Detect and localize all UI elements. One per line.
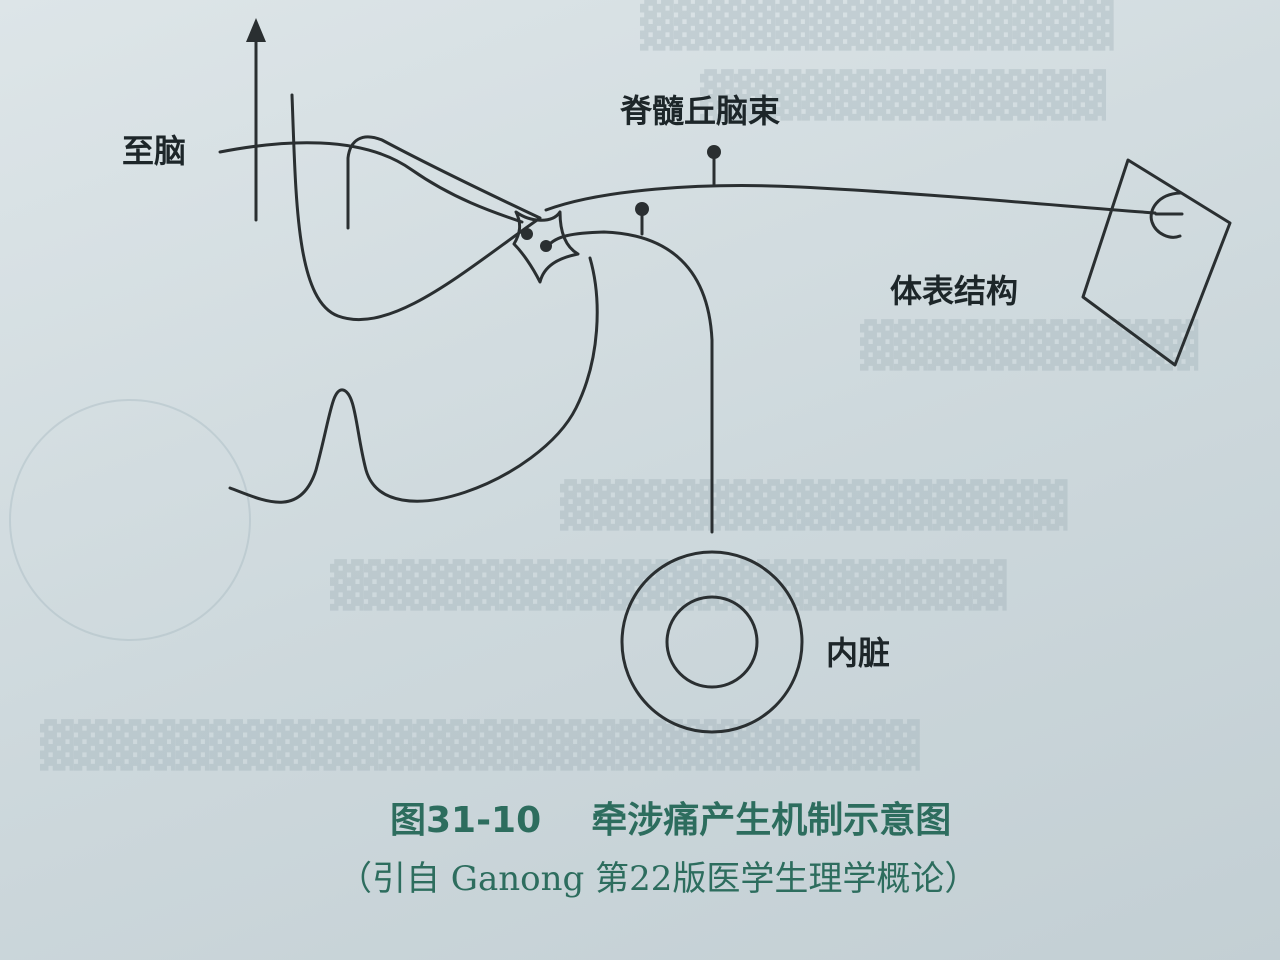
label-to-brain: 至脑 <box>122 132 186 170</box>
somatic-ganglion-cell <box>707 145 721 159</box>
visceral-afferent-pathway <box>546 202 714 534</box>
sensory-ending-icon <box>1149 191 1184 239</box>
label-viscera: 内脏 <box>826 634 890 672</box>
svg-text:▓▓▓▓▓▓▓▓▓▓▓▓▓▓▓▓▓▓▓▓▓▓▓▓▓▓: ▓▓▓▓▓▓▓▓▓▓▓▓▓▓▓▓▓▓▓▓▓▓▓▓▓▓ <box>40 719 920 771</box>
svg-text:▓▓▓▓▓▓▓▓▓▓▓▓▓▓▓▓▓▓▓▓: ▓▓▓▓▓▓▓▓▓▓▓▓▓▓▓▓▓▓▓▓ <box>330 559 1007 611</box>
label-spinothalamic-tract: 脊髓丘脑束 <box>619 92 780 130</box>
neuron-cell-body <box>512 210 580 284</box>
skin-diamond <box>1081 158 1232 367</box>
viscera-lumen <box>665 595 759 689</box>
svg-text:▓▓▓▓▓▓▓▓▓▓: ▓▓▓▓▓▓▓▓▓▓ <box>860 319 1199 371</box>
visceral-afferent-fiber <box>546 230 714 534</box>
up-arrowhead-icon <box>246 18 266 42</box>
dorsal-horn-outline <box>290 93 542 322</box>
figure-title: 图31-10 牵涉痛产生机制示意图 <box>390 800 951 841</box>
svg-text:▓▓▓▓▓▓▓▓▓▓▓▓▓▓▓: ▓▓▓▓▓▓▓▓▓▓▓▓▓▓▓ <box>560 479 1068 531</box>
dorsal-horn-neuron <box>512 210 580 284</box>
synapse-terminal-somatic <box>521 228 533 240</box>
ascending-tract-to-brain <box>218 18 524 224</box>
somatic-afferent-fiber <box>544 184 1157 215</box>
crossing-fiber-to-neuron <box>218 141 524 224</box>
viscera-outer-wall <box>620 550 804 734</box>
body-surface-box <box>1081 158 1232 367</box>
figure-source: （引自 Ganong 第22版医学生理学概论） <box>338 859 978 899</box>
viscera-organ <box>620 550 804 734</box>
spinal-cord-grey-matter <box>228 93 599 504</box>
ventral-horn-outline <box>228 256 599 504</box>
svg-text:▓▓▓▓▓▓▓▓▓▓▓▓▓▓: ▓▓▓▓▓▓▓▓▓▓▓▓▓▓ <box>640 0 1114 51</box>
somatic-afferent-pathway <box>544 145 1157 215</box>
label-body-surface-structure: 体表结构 <box>890 272 1018 310</box>
svg-text:▓▓▓▓▓▓▓▓▓▓▓▓: ▓▓▓▓▓▓▓▓▓▓▓▓ <box>700 69 1106 121</box>
visceral-ganglion-cell <box>635 202 649 216</box>
